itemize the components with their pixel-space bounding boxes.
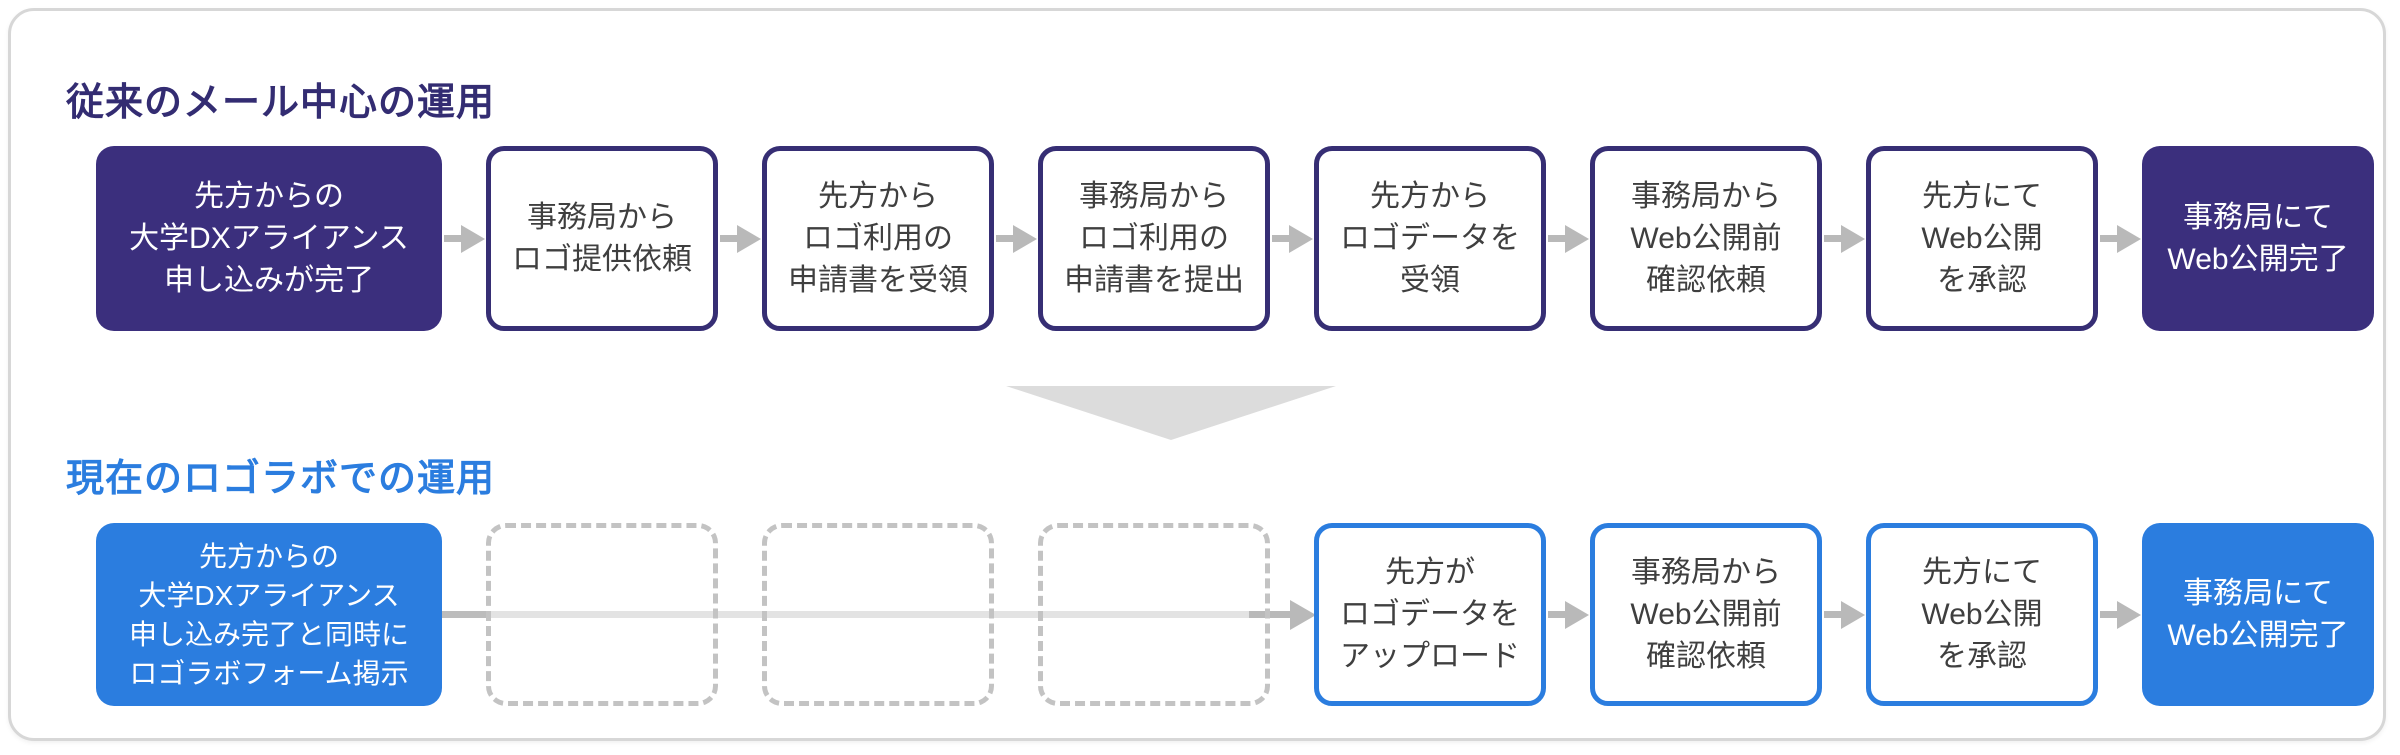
arrow-shaft — [1547, 235, 1565, 242]
arrow-right-icon — [1822, 146, 1866, 331]
arrow-head — [2116, 600, 2141, 629]
arrow-right-icon — [1546, 523, 1590, 706]
current-step-7: 先方にて Web公開 を承認 — [1866, 523, 2098, 706]
flow-connector-arrow-head — [1290, 600, 1316, 630]
diagram-card: 従来のメール中心の運用 先方からの 大学DXアライアンス 申し込みが完了 事務局… — [8, 8, 2386, 741]
skipped-step-placeholder — [1038, 523, 1270, 706]
arrow-shaft — [719, 235, 737, 242]
down-arrow-icon — [1006, 386, 1336, 440]
legacy-flow-row: 先方からの 大学DXアライアンス 申し込みが完了 事務局から ロゴ提供依頼 先方… — [96, 146, 2374, 331]
legacy-step-1: 先方からの 大学DXアライアンス 申し込みが完了 — [96, 146, 442, 331]
connector-gap — [1270, 523, 1314, 706]
legacy-step-2: 事務局から ロゴ提供依頼 — [486, 146, 718, 331]
arrow-right-icon — [2098, 146, 2142, 331]
connector-gap — [994, 523, 1038, 706]
arrow-shaft — [1823, 611, 1841, 618]
current-step-5: 先方が ロゴデータを アップロード — [1314, 523, 1546, 706]
legacy-step-7: 先方にて Web公開 を承認 — [1866, 146, 2098, 331]
arrow-right-icon — [1546, 146, 1590, 331]
legacy-flow-title: 従来のメール中心の運用 — [66, 82, 496, 124]
flow-connector-line-start — [442, 611, 486, 618]
arrow-shaft — [2099, 611, 2117, 618]
arrow-head — [1564, 224, 1589, 253]
arrow-shaft — [1547, 611, 1565, 618]
arrow-shaft — [995, 235, 1013, 242]
arrow-right-icon — [994, 146, 1038, 331]
current-step-6: 事務局から Web公開前 確認依頼 — [1590, 523, 1822, 706]
current-flow-row: 先方からの 大学DXアライアンス 申し込み完了と同時に ロゴラボフォーム掲示 先… — [96, 523, 2374, 706]
arrow-head — [2116, 224, 2141, 253]
arrow-shaft — [443, 235, 461, 242]
current-step-1: 先方からの 大学DXアライアンス 申し込み完了と同時に ロゴラボフォーム掲示 — [96, 523, 442, 706]
arrow-right-icon — [442, 146, 486, 331]
arrow-right-icon — [718, 146, 762, 331]
arrow-right-icon — [2098, 523, 2142, 706]
arrow-shaft — [1823, 235, 1841, 242]
arrow-head — [1840, 224, 1865, 253]
arrow-head — [1840, 600, 1865, 629]
flow-connector-line-end — [1249, 611, 1292, 618]
connector-gap — [718, 523, 762, 706]
arrow-head — [1012, 224, 1037, 253]
legacy-step-4: 事務局から ロゴ利用の 申請書を提出 — [1038, 146, 1270, 331]
arrow-head — [736, 224, 761, 253]
arrow-head — [1564, 600, 1589, 629]
legacy-step-3: 先方から ロゴ利用の 申請書を受領 — [762, 146, 994, 331]
skipped-step-placeholder — [762, 523, 994, 706]
current-step-8: 事務局にて Web公開完了 — [2142, 523, 2374, 706]
legacy-step-6: 事務局から Web公開前 確認依頼 — [1590, 146, 1822, 331]
arrow-head — [460, 224, 485, 253]
flow-connector-line — [486, 611, 1249, 618]
arrow-head — [1288, 224, 1313, 253]
current-flow-title: 現在のロゴラボでの運用 — [66, 458, 496, 500]
arrow-shaft — [2099, 235, 2117, 242]
arrow-right-icon — [1822, 523, 1866, 706]
legacy-step-8: 事務局にて Web公開完了 — [2142, 146, 2374, 331]
arrow-right-icon — [1270, 146, 1314, 331]
arrow-shaft — [1271, 235, 1289, 242]
connector-gap — [442, 523, 486, 706]
skipped-step-placeholder — [486, 523, 718, 706]
legacy-step-5: 先方から ロゴデータを 受領 — [1314, 146, 1546, 331]
